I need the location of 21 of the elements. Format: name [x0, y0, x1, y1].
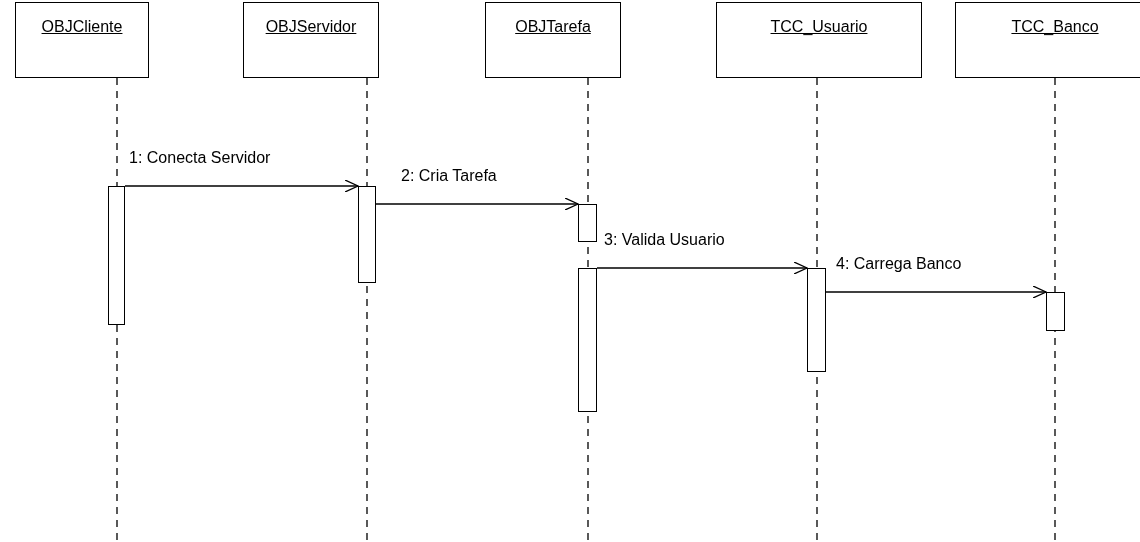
message-arrow: [124, 179, 359, 193]
object-box: [955, 2, 1140, 78]
object-box: [15, 2, 149, 78]
object-box: [716, 2, 922, 78]
object-name: OBJTarefa: [515, 18, 591, 36]
object-name: TCC_Usuario: [770, 18, 868, 36]
object-box: [485, 2, 621, 78]
message-arrow: [375, 197, 579, 211]
message-arrow: [825, 285, 1047, 299]
activation-bar: [1046, 292, 1065, 331]
object-name: OBJServidor: [265, 18, 357, 36]
activation-bar: [807, 268, 826, 372]
object-name: OBJCliente: [41, 18, 123, 36]
message-arrow: [596, 261, 808, 275]
activation-bar: [578, 268, 597, 412]
activation-bar: [578, 204, 597, 242]
object-box: [243, 2, 379, 78]
edge-label: 4: Carrega Banco: [835, 255, 963, 273]
activation-bar: [358, 186, 376, 283]
object-name: TCC_Banco: [1011, 18, 1099, 36]
activation-bar: [108, 186, 125, 325]
